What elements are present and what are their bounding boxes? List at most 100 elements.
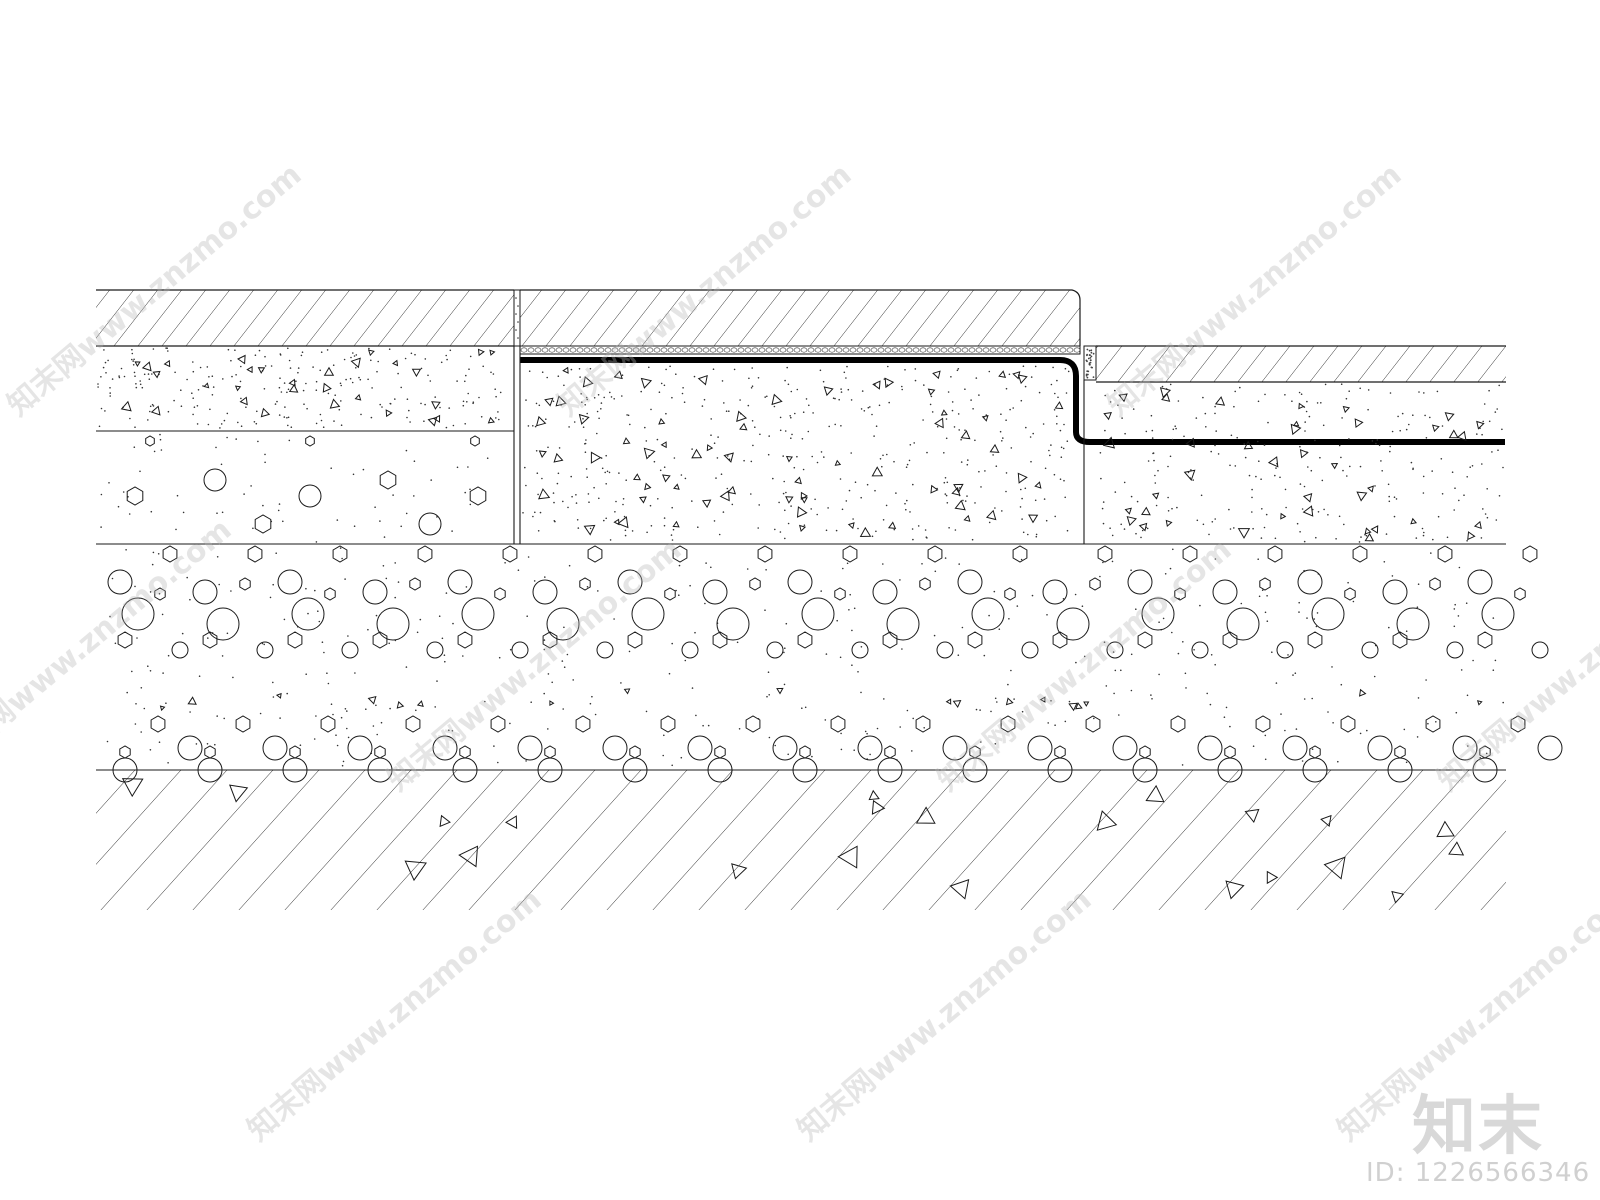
sand-dot [836,619,838,622]
sand-dot [394,398,396,400]
sand-dot [566,653,569,656]
bedding-grain [667,347,675,353]
sand-dot [495,417,497,419]
sand-dot [527,556,530,558]
sand-dot [342,760,345,763]
sand-dot [315,541,318,543]
sand-dot [405,666,408,668]
sand-dot [864,730,867,733]
sand-dot [300,354,303,357]
sand-dot [1109,527,1111,529]
filler-dot [1090,355,1093,358]
sand-dot [988,521,991,524]
sand-dot [838,398,840,401]
sand-dot [1285,506,1287,509]
aggregate-triangle [329,398,341,409]
sand-dot [102,366,105,369]
sand-dot [1338,515,1341,518]
sand-dot [1225,706,1228,709]
sand-dot [663,517,666,519]
sand-dot [332,364,335,367]
sand-dot [216,556,219,558]
gravel-circle [347,735,373,761]
aggregate-triangle [411,368,422,378]
sand-dot [235,438,237,440]
sand-dot [118,375,120,377]
sand-dot [282,520,284,523]
sand-dot [1387,483,1390,486]
sand-dot [415,709,417,712]
sand-dot [1423,392,1425,394]
sand-dot [504,562,506,564]
sand-dot [315,422,318,425]
sand-dot [1436,390,1439,393]
sand-dot [392,494,394,496]
aggregate-triangle [1237,528,1251,539]
sand-dot [613,398,615,400]
sand-dot [873,435,875,437]
bedding-grain [1045,347,1053,353]
sand-dot [675,373,677,376]
sand-dot [1310,469,1313,472]
sand-dot [191,392,193,395]
sand-dot [1067,370,1070,373]
bedding-grain [611,347,619,353]
sand-dot [1491,451,1493,453]
sand-dot [790,390,793,393]
sand-dot [525,484,527,487]
sand-dot [1454,603,1456,606]
sand-dot [469,355,472,358]
filler-dot [1085,373,1088,376]
sand-dot [320,351,323,354]
sand-dot [953,426,956,428]
sand-dot [1214,444,1216,447]
sand-dot [789,415,791,417]
sand-dot [1458,566,1461,569]
sand-dot [882,563,884,565]
aggregate-triangle [951,486,961,496]
aggregate-triangle [934,417,944,429]
sand-dot [863,410,866,412]
sand-dot [768,736,771,739]
sand-dot [284,406,286,408]
sand-dot [535,402,538,405]
sand-dot [1062,447,1065,450]
sand-dot [966,495,968,497]
sand-dot [100,493,103,496]
sand-dot [1175,427,1177,430]
aggregate-triangle [945,698,952,705]
sand-dot [998,628,1001,630]
sand-dot [464,380,466,383]
sand-dot [235,374,237,376]
sand-dot [1383,561,1386,563]
gravel-hexagon [660,715,676,733]
aggregate-triangle [134,361,141,367]
sand-dot [1007,683,1009,686]
aggregate-triangle [1165,519,1173,528]
sand-dot [1034,499,1037,502]
sand-dot [446,358,448,361]
sand-dot [147,373,150,375]
sand-dot [1346,475,1348,477]
sand-dot [1008,373,1011,376]
sand-dot [1060,456,1063,459]
filler-dot [1086,348,1089,351]
sand-dot [766,395,768,398]
aggregate-triangle [1330,462,1339,470]
aggregate-triangle [141,361,152,372]
aggregate-triangle [949,879,970,900]
gravel-hexagon [1392,631,1408,649]
gravel-hexagon [490,715,506,733]
gravel-hexagon [126,486,144,506]
sand-dot [562,500,564,503]
sand-dot [960,461,963,463]
sand-dot [1264,393,1266,396]
sand-dot [659,469,662,472]
sand-dot [1465,602,1468,604]
sand-dot [1327,711,1329,713]
sand-dot [1102,561,1104,564]
gravel-hexagon [1174,587,1186,601]
sand-dot [582,418,584,420]
sand-dot [867,406,870,409]
bedding-grain [758,347,766,353]
